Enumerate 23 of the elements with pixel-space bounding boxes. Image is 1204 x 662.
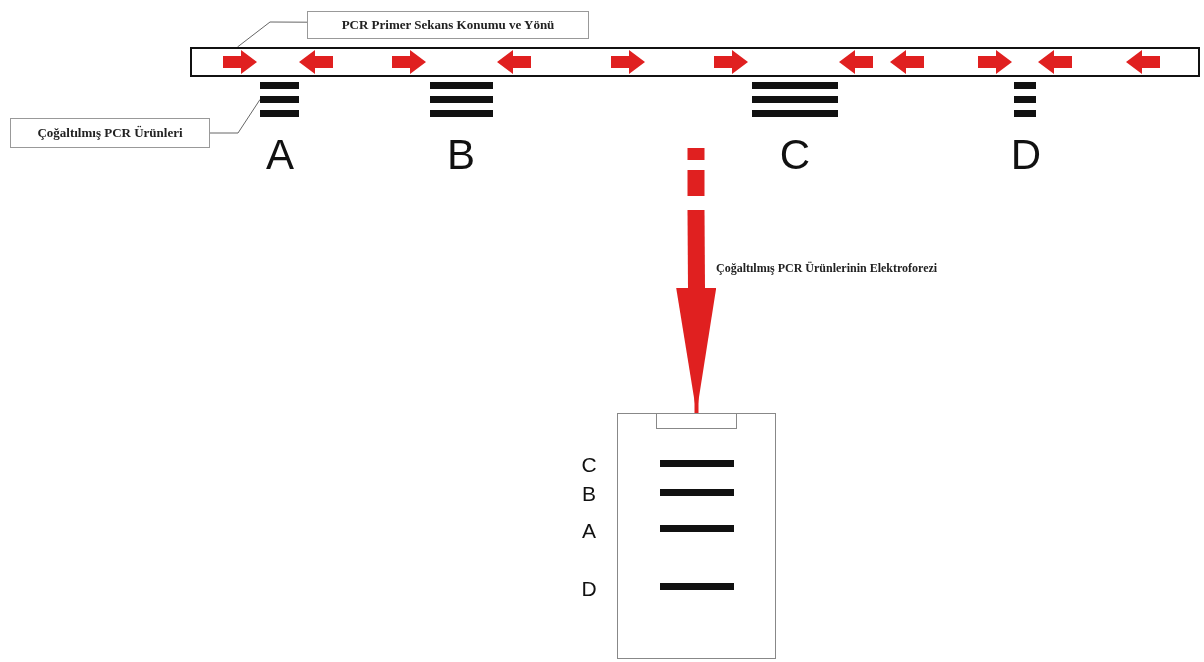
lane-letter: C — [779, 134, 811, 176]
pcr-product-bands — [752, 82, 838, 117]
lane-letter: B — [447, 134, 475, 176]
lane-letter: D — [1010, 134, 1042, 176]
callout-box — [307, 11, 589, 39]
lane-letter: B — [582, 482, 596, 504]
pcr-product-bands — [430, 82, 493, 117]
dna-strand-bar — [190, 47, 1200, 77]
lane-letter: C — [581, 453, 597, 475]
callout-text: PCR Primer Sekans Konumu ve Yönü — [341, 17, 555, 33]
gel-box — [617, 413, 776, 659]
leader-line — [209, 99, 261, 134]
callout-box — [10, 118, 210, 148]
pcr-product-bands — [260, 82, 299, 117]
lane-letter: D — [581, 577, 597, 599]
callout-text: Çoğaltılmış PCR Ürünleri — [37, 125, 183, 141]
pcr-product-bands — [1014, 82, 1036, 117]
edge-label: Çoğaltılmış PCR Ürünlerinin Elektroforezi — [716, 261, 938, 276]
arrow — [676, 148, 717, 413]
leader-line — [236, 21, 308, 48]
lane-letter: A — [266, 134, 294, 176]
gel-well — [656, 413, 737, 429]
lane-letter: A — [582, 519, 596, 541]
